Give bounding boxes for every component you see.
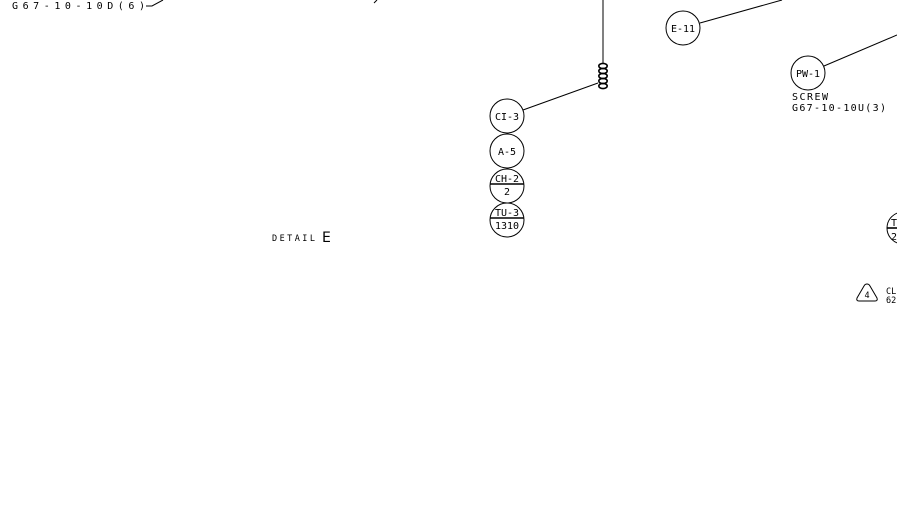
balloon-label-top: TU-3 — [495, 208, 519, 219]
leader-line-e11 — [699, 0, 783, 24]
balloon-ci3: CI-3 — [489, 98, 525, 134]
top-left-leader-line — [146, 0, 164, 7]
balloon-tu3: TU-3 1310 — [489, 202, 525, 238]
balloon-ch2: CH-2 2 — [489, 168, 525, 204]
top-tick-mark — [373, 0, 378, 4]
screw-label: SCREW — [792, 92, 829, 103]
balloon-circle — [489, 202, 525, 238]
balloon-label: CI-3 — [495, 112, 519, 123]
balloon-label-bottom: 2 — [504, 187, 510, 198]
balloon-label-bottom: 2 — [891, 232, 897, 243]
flag-note-4: 4 — [856, 283, 878, 302]
leader-line-pw1 — [823, 34, 897, 67]
balloon-label: PW-1 — [796, 69, 820, 80]
leader-line-ci3 — [522, 82, 599, 111]
balloon-label: E-11 — [671, 24, 695, 35]
note-text-line-2: 62 — [886, 296, 896, 306]
balloon-e11: E-11 — [665, 10, 701, 46]
screw-part-reference: G67-10-10U(3) — [792, 103, 886, 114]
balloon-pw1: PW-1 — [790, 55, 826, 91]
balloon-label-top: CH-2 — [495, 174, 519, 185]
balloon-circle — [489, 133, 525, 169]
detail-title: DETAIL — [272, 234, 315, 244]
flag-note-number: 4 — [864, 291, 869, 301]
balloon-circle — [790, 55, 826, 91]
note-text-line-1: CL — [886, 287, 896, 297]
detail-letter: E — [322, 230, 331, 246]
balloon-circle — [665, 10, 701, 46]
balloon-edge-partial: T 2 — [886, 212, 897, 244]
balloon-a5: A-5 — [489, 133, 525, 169]
washer-ring — [597, 82, 608, 90]
top-left-part-reference: G67-10-10D(6) — [12, 1, 145, 12]
flag-note-triangle — [856, 283, 878, 302]
balloon-label-bottom: 1310 — [495, 221, 519, 232]
balloon-label-top: T — [891, 218, 897, 229]
balloon-label: A-5 — [498, 147, 516, 158]
spring-washer-stack — [597, 62, 608, 90]
balloon-circle — [489, 98, 525, 134]
